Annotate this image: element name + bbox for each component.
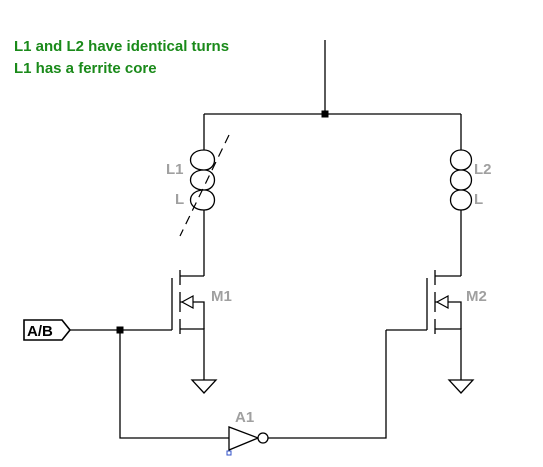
note-ferrite-core: L1 has a ferrite core: [14, 60, 157, 77]
mosfet-m2: M2: [386, 270, 487, 380]
l1-value-label: L: [175, 191, 184, 208]
l2-winding: [449, 142, 473, 276]
inductor-l2: L2 L: [449, 142, 492, 276]
inverter-a1: A1: [119, 330, 387, 456]
m1-source-lead: [180, 328, 205, 380]
m1-body-arrow: [180, 294, 194, 310]
a1-ref-label: A1: [235, 409, 254, 426]
inductor-l1: L1 L: [166, 134, 230, 276]
l2-value-label: L: [474, 191, 483, 208]
m2-source-lead: [435, 328, 462, 380]
supply-junction-dot: [321, 110, 329, 118]
m2-body-arrow: [435, 294, 449, 310]
note-identical-turns: L1 and L2 have identical turns: [14, 38, 230, 55]
mosfet-m1: M1: [120, 270, 232, 380]
inverter-input-wire: [119, 330, 229, 439]
l2-ref-label: L2: [474, 161, 492, 178]
inverter-output-wire: [268, 330, 387, 439]
m2-ground-icon: [447, 379, 475, 394]
input-port-flag: [23, 319, 72, 341]
supply-net: [203, 40, 462, 142]
l1-winding: [189, 142, 216, 276]
input-port-ab: A/B: [23, 319, 124, 341]
m1-ref-label: M1: [211, 288, 232, 305]
input-port-label: A/B: [27, 323, 53, 340]
m2-ref-label: M2: [466, 288, 487, 305]
ferrite-core-line: [179, 134, 230, 237]
inverter-triangle: [228, 426, 260, 451]
inverter-bubble: [257, 432, 269, 444]
m1-ground-icon: [190, 379, 218, 394]
l1-ref-label: L1: [166, 161, 184, 178]
inverter-pin-marker: [226, 450, 232, 456]
